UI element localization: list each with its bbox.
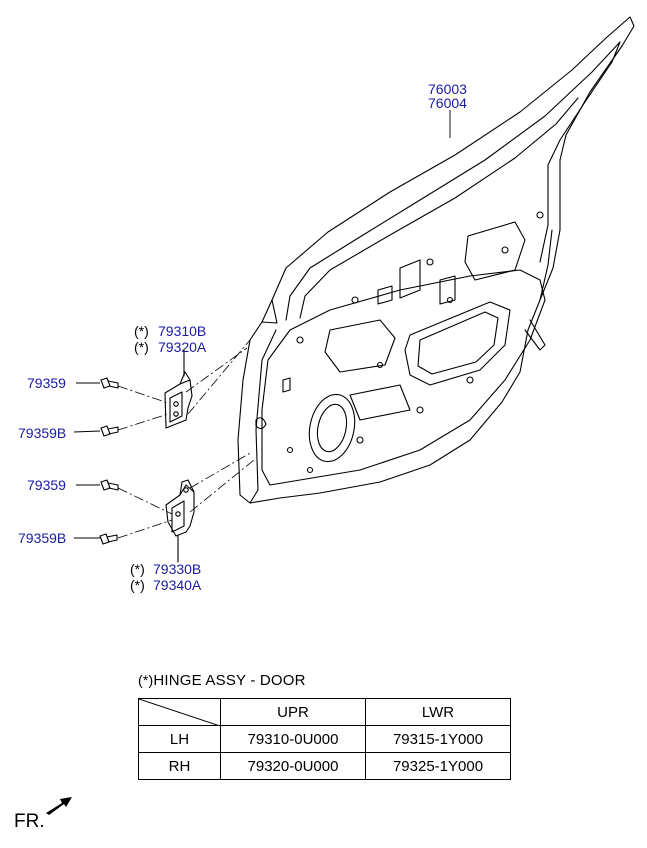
part-number-79330b[interactable]: 79330B: [153, 561, 201, 577]
cell-lh-upr[interactable]: 79310-0U000: [220, 725, 366, 753]
part-number-76003[interactable]: 76003: [428, 81, 467, 97]
row-label-lh: LH: [138, 725, 221, 753]
table-header-row: UPR LWR: [138, 698, 511, 726]
lower-hinge[interactable]: [165, 479, 195, 563]
part-number-76004[interactable]: 76004: [428, 95, 467, 111]
cell-lh-lwr[interactable]: 79315-1Y000: [365, 725, 511, 753]
part-number-79359-lower[interactable]: 79359: [27, 477, 66, 493]
marker-asterisk: (*): [134, 339, 149, 355]
assembly-lines: [117, 339, 255, 539]
bolt-lower-2[interactable]: [99, 533, 118, 545]
bolt-upper-2[interactable]: [100, 425, 119, 437]
row-label-rh: RH: [138, 752, 221, 780]
column-header-upr: UPR: [220, 698, 366, 726]
marker-asterisk: (*): [130, 577, 145, 593]
part-number-79320a[interactable]: 79320A: [158, 339, 207, 355]
leader-lines: [73, 110, 451, 539]
marker-asterisk: (*): [138, 672, 154, 688]
table-row: LH 79310-0U000 79315-1Y000: [138, 725, 511, 753]
cell-rh-lwr[interactable]: 79325-1Y000: [365, 752, 511, 780]
diagonal-divider: [139, 699, 220, 726]
part-number-79359b-upper[interactable]: 79359B: [18, 425, 66, 441]
marker-asterisk: (*): [130, 561, 145, 577]
hinge-part-table: UPR LWR LH 79310-0U000 79315-1Y000 RH 79…: [138, 698, 511, 780]
part-number-79310b[interactable]: 79310B: [158, 323, 206, 339]
hinge-assy-caption: (*)HINGE ASSY - DOOR: [138, 672, 306, 689]
part-number-79359b-lower[interactable]: 79359B: [18, 530, 66, 546]
table-row: RH 79320-0U000 79325-1Y000: [138, 752, 511, 780]
upper-hinge[interactable]: [164, 349, 193, 429]
column-header-lwr: LWR: [365, 698, 511, 726]
front-arrow-icon: [46, 797, 72, 815]
door-panel-outline: [237, 16, 635, 504]
table-corner-cell: [138, 698, 221, 726]
front-direction-label: FR.: [14, 811, 45, 832]
bolt-lower-1[interactable]: [100, 479, 119, 491]
part-number-79359-upper[interactable]: 79359: [27, 375, 66, 391]
part-number-79340a[interactable]: 79340A: [153, 577, 202, 593]
bolt-upper-1[interactable]: [100, 377, 119, 389]
cell-rh-upr[interactable]: 79320-0U000: [220, 752, 366, 780]
marker-asterisk: (*): [134, 323, 149, 339]
caption-text: HINGE ASSY - DOOR: [153, 672, 306, 689]
